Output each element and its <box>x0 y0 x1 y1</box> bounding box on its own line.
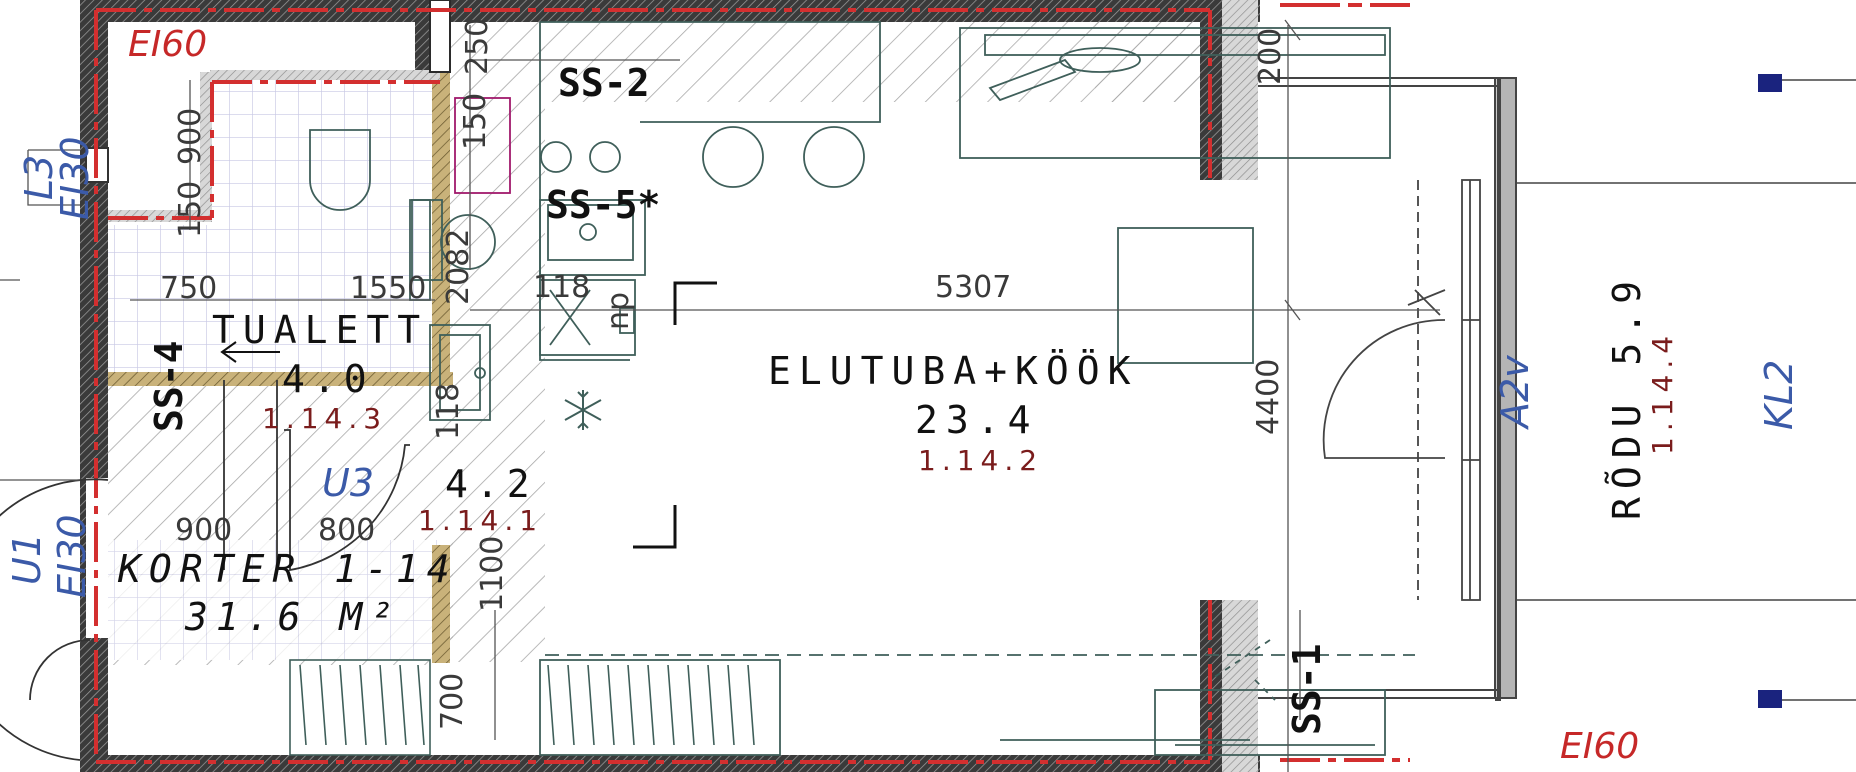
tag-u3: U3 <box>322 461 374 505</box>
tag-ss4: SS-4 <box>147 340 191 432</box>
dim-700: 700 <box>435 673 470 730</box>
dim-200: 200 <box>1253 28 1288 85</box>
room-frame-marks <box>633 281 717 549</box>
dim-250: 250 <box>460 18 495 75</box>
tag-l3: L3 <box>17 155 61 200</box>
tag-np: np <box>601 292 636 330</box>
toilet-area: 4.0 <box>282 357 375 401</box>
dim-750: 750 <box>160 271 217 306</box>
dim-5307: 5307 <box>935 270 1011 305</box>
apartment-name: KORTER 1-14 <box>117 547 458 591</box>
hall-code: 1.14.1 <box>418 504 543 537</box>
kitchen-fixtures <box>539 21 1415 756</box>
dim-900-bottom: 900 <box>175 513 232 548</box>
room-labels: ELUTUBA+KÖÖK 23.4 1.14.2 TUALETT 4.0 1.1… <box>117 273 1679 639</box>
dim-118-side: 118 <box>431 383 466 440</box>
tag-ei30-u1: EI30 <box>50 514 94 598</box>
system-tags: SS-2 SS-5* SS-4 SS-1 EI60 EI60 EI30 L3 U… <box>5 24 1801 767</box>
tag-ei60-top: EI60 <box>128 24 207 65</box>
dimension-lines <box>0 19 1440 772</box>
doors <box>0 380 410 761</box>
dim-4400: 4400 <box>1251 359 1286 435</box>
toilet-name: TUALETT <box>212 308 428 352</box>
hall-area: 4.2 <box>445 462 538 506</box>
closet-tiled-floor <box>108 540 448 660</box>
wardrobe-left <box>289 659 431 756</box>
dim-150-left: 150 <box>173 181 208 238</box>
balcony-code: 1.14.4 <box>1646 330 1679 455</box>
dim-1550: 1550 <box>350 271 426 306</box>
tag-a2v: A2v <box>1493 355 1537 431</box>
balcony <box>1258 74 1856 708</box>
dim-900-left: 900 <box>173 108 208 165</box>
balcony-door <box>1322 179 1481 601</box>
toilet-code: 1.14.3 <box>262 402 387 435</box>
partition-walls <box>108 70 453 663</box>
apartment-area: 31.6 M² <box>184 595 401 639</box>
tag-ss5: SS-5* <box>546 183 660 227</box>
tag-ei30-left: EI30 <box>53 136 97 220</box>
tag-ss2: SS-2 <box>558 61 650 105</box>
arrow-icon <box>220 341 280 363</box>
living-room-code: 1.14.2 <box>918 444 1043 477</box>
tag-ei60-bottom: EI60 <box>1560 726 1639 767</box>
dim-800: 800 <box>318 513 375 548</box>
dim-118-top: 118 <box>533 270 590 305</box>
tag-u1: U1 <box>5 533 49 585</box>
dim-1100: 1100 <box>475 536 510 612</box>
tag-kl2: KL2 <box>1757 360 1801 430</box>
living-room-area: 23.4 <box>915 398 1039 442</box>
snowflake-icon <box>564 390 602 430</box>
wardrobe-right <box>547 664 755 746</box>
living-room-name: ELUTUBA+KÖÖK <box>768 349 1139 393</box>
dim-150-right: 150 <box>458 93 493 150</box>
fire-compartment-lines <box>94 3 1410 764</box>
dimension-labels: 5307 4400 750 1550 2082 118 118 150 900 … <box>160 18 1288 730</box>
tag-ss1: SS-1 <box>1285 643 1329 735</box>
balcony-name: RÕDU 5.9 <box>1605 273 1649 520</box>
dim-2082: 2082 <box>441 229 476 305</box>
